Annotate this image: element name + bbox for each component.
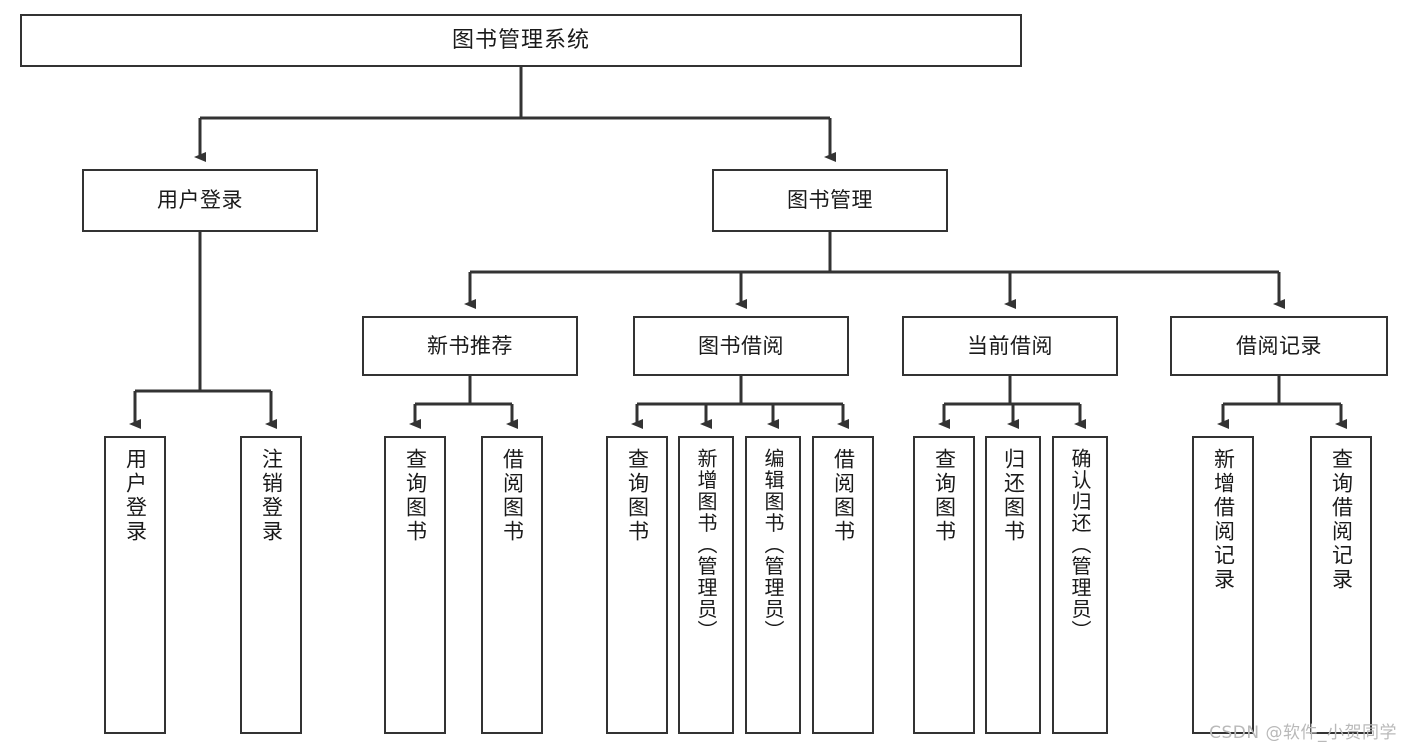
node-label: 确认归还（管理员） (1068, 448, 1092, 642)
node-label: 图书管理系统 (451, 27, 590, 53)
node-label: 新增借阅记录 (1211, 448, 1236, 592)
node-leaf-return-book[interactable]: 归还图书 (985, 436, 1041, 734)
node-leaf-borrow-book-2[interactable]: 借阅图书 (812, 436, 874, 734)
node-label: 新书推荐 (427, 333, 513, 358)
node-book-manage[interactable]: 图书管理 (712, 169, 948, 232)
node-current-borrow[interactable]: 当前借阅 (902, 316, 1118, 376)
node-leaf-query-book-2[interactable]: 查询图书 (606, 436, 668, 734)
node-borrow-record[interactable]: 借阅记录 (1170, 316, 1388, 376)
node-label: 查询图书 (403, 448, 428, 544)
node-label: 编辑图书（管理员） (761, 448, 785, 642)
node-user-login[interactable]: 用户登录 (82, 169, 318, 232)
node-label: 用户登录 (157, 188, 243, 213)
node-label: 查询图书 (625, 448, 650, 544)
node-label: 图书管理 (787, 188, 873, 213)
node-leaf-add-book[interactable]: 新增图书（管理员） (678, 436, 734, 734)
node-label: 借阅记录 (1236, 333, 1322, 358)
node-book-borrow[interactable]: 图书借阅 (633, 316, 849, 376)
node-leaf-query-record[interactable]: 查询借阅记录 (1310, 436, 1372, 734)
node-leaf-confirm-return[interactable]: 确认归还（管理员） (1052, 436, 1108, 734)
node-new-book-rec[interactable]: 新书推荐 (362, 316, 578, 376)
node-leaf-add-record[interactable]: 新增借阅记录 (1192, 436, 1254, 734)
node-label: 图书借阅 (698, 333, 784, 358)
node-label: 借阅图书 (831, 448, 856, 544)
node-label: 借阅图书 (500, 448, 525, 544)
node-label: 查询图书 (932, 448, 957, 544)
watermark-text: CSDN @软件_小贺同学 (1209, 723, 1397, 743)
node-leaf-user-login[interactable]: 用户登录 (104, 436, 166, 734)
node-label: 新增图书（管理员） (694, 448, 718, 642)
node-label: 用户登录 (123, 448, 148, 544)
node-leaf-edit-book[interactable]: 编辑图书（管理员） (745, 436, 801, 734)
node-label: 注销登录 (259, 448, 284, 544)
node-leaf-borrow-book-1[interactable]: 借阅图书 (481, 436, 543, 734)
node-root-system[interactable]: 图书管理系统 (20, 14, 1022, 67)
node-label: 当前借阅 (967, 333, 1053, 358)
node-label: 查询借阅记录 (1329, 448, 1354, 592)
node-leaf-query-book-1[interactable]: 查询图书 (384, 436, 446, 734)
node-leaf-query-book-3[interactable]: 查询图书 (913, 436, 975, 734)
node-label: 归还图书 (1001, 448, 1026, 544)
node-leaf-logout[interactable]: 注销登录 (240, 436, 302, 734)
